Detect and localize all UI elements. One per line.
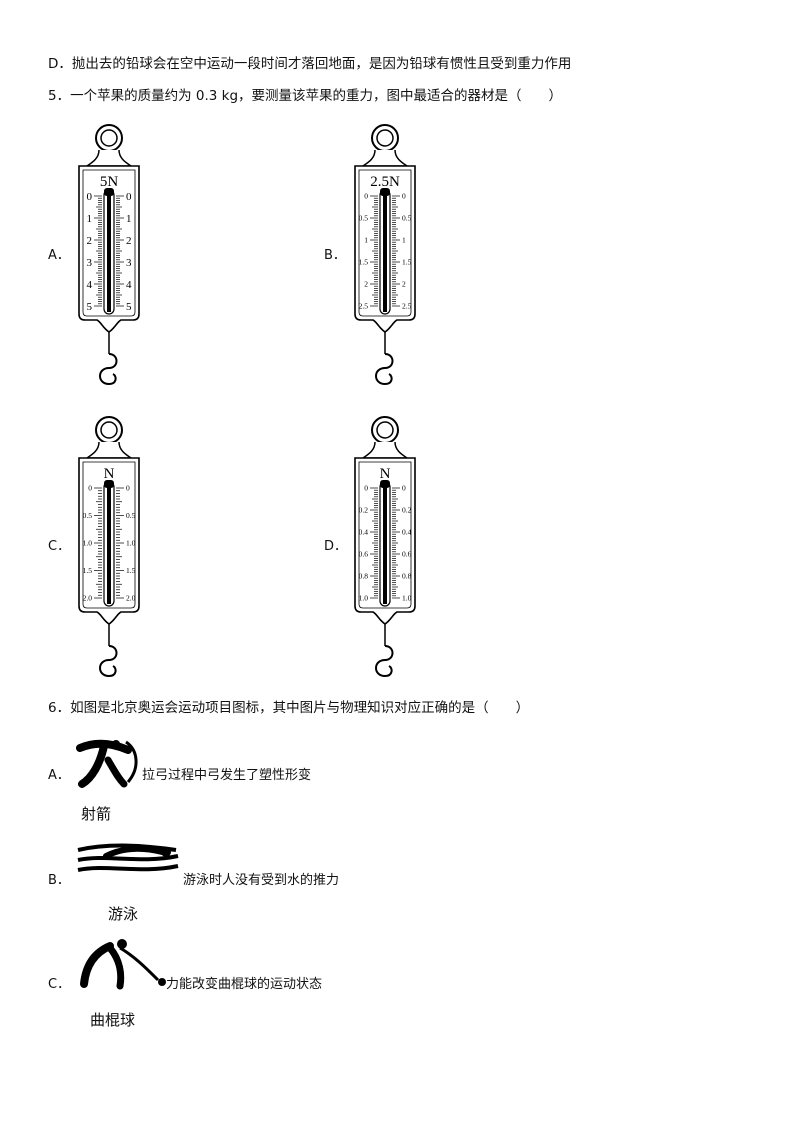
scale-tick-label-left: 0.5 [83, 511, 93, 520]
q6-option-c-statement: 力能改变曲棍球的运动状态 [166, 977, 323, 992]
q6-option-c-letter: C． [48, 977, 71, 992]
scale-tick-label-left: 2.0 [83, 594, 93, 603]
scale-tick-label-right: 2 [402, 280, 406, 289]
q5-option-d-letter: D． [324, 539, 348, 554]
scale-tick-label-right: 5 [126, 301, 132, 313]
spring-scale-c: N 0 0.5 1.0 1.5 2.0 0 0.5 1.0 1.5 2.0 [72, 414, 146, 686]
scale-ring [95, 416, 123, 444]
scale-tick-label-left: 2.5 [359, 302, 369, 311]
scale-tick-label-right: 1.5 [126, 566, 136, 575]
scale-unit-label: N [380, 466, 391, 482]
spring-scale-d: N 0 0.2 0.4 0.6 0.8 1.0 0 0.2 0.4 0.6 0.8 1.0 [348, 414, 422, 686]
scale-tick-label-left: 2 [87, 235, 93, 247]
swimming-pictogram-icon [77, 843, 179, 872]
q5-option-b-letter: B． [324, 248, 346, 263]
spring-scale-drawing: N 0 0.2 0.4 0.6 0.8 1.0 0 0.2 0.4 0.6 0.8 1.0 [354, 416, 416, 678]
scale-hook-icon [375, 645, 394, 678]
scale-tick-label-right: 0 [402, 484, 406, 493]
scale-tick-label-left: 3 [87, 257, 93, 269]
scale-tick-label-left: 0 [87, 191, 93, 203]
scale-tick-label-right: 1 [126, 213, 132, 225]
q5-option-a-letter: A． [48, 248, 70, 263]
scale-tick-label-left: 1.0 [359, 594, 369, 603]
q6-option-b-statement: 游泳时人没有受到水的推力 [183, 873, 340, 888]
scale-tick-label-right: 2.5 [402, 302, 412, 311]
scale-tick-label-right: 1 [402, 236, 406, 245]
scale-tick-label-left: 0.5 [359, 214, 369, 223]
scale-tick-label-right: 1.0 [126, 539, 136, 548]
scale-tick-label-left: 1.5 [359, 258, 369, 267]
scale-unit-label: 2.5N [370, 174, 400, 190]
scale-tick-label-left: 1 [364, 236, 368, 245]
scale-tick-label-left: 0.8 [359, 572, 369, 581]
spring-scale-drawing: 2.5N0 0.5 1 1.5 2 2.5 0 0.5 1 1.5 2 2.5 [354, 124, 416, 386]
q6-option-b-letter: B． [48, 873, 70, 888]
scale-tick-label-left: 0 [364, 484, 368, 493]
scale-tick-label-left: 4 [87, 279, 93, 291]
scale-tick-label-left: 0 [364, 192, 368, 201]
spring-scale-drawing: 5N 0 1 2 3 4 5 0 1 2 3 4 5 [78, 124, 140, 386]
scale-tick-label-right: 4 [126, 279, 132, 291]
scale-hook-icon [375, 353, 394, 386]
q6-option-a-letter: A． [48, 768, 70, 783]
scale-tick-label-right: 0.6 [402, 550, 412, 559]
scale-tick-label-left: 0.2 [359, 506, 369, 515]
scale-tick-label-right: 3 [126, 257, 132, 269]
q6-option-a-statement: 拉弓过程中弓发生了塑性形变 [142, 768, 312, 783]
scale-tick-label-left: 1.0 [83, 539, 93, 548]
hockey-pictogram-icon [80, 939, 166, 990]
scale-tick-label-right: 0.2 [402, 506, 412, 515]
q6-option-b-sport-name: 游泳 [108, 905, 139, 923]
archery-pictogram-icon [76, 739, 138, 788]
scale-tick-label-left: 0 [88, 484, 92, 493]
scale-unit-label: 5N [100, 174, 119, 190]
scale-tick-label-right: 0.5 [126, 511, 136, 520]
scale-tick-label-left: 5 [87, 301, 93, 313]
scale-tick-label-right: 0 [402, 192, 406, 201]
q6-option-a-sport-name: 射箭 [81, 805, 112, 823]
spring-scale-a: 5N 0 1 2 3 4 5 0 1 2 3 4 5 [72, 122, 146, 394]
spring-scale-drawing: N 0 0.5 1.0 1.5 2.0 0 0.5 1.0 1.5 2.0 [78, 416, 140, 678]
question-5-text: 5．一个苹果的质量约为 0.3 kg，要测量该苹果的重力，图中最适合的器材是（ … [48, 88, 563, 104]
option-d-previous-question: D．抛出去的铅球会在空中运动一段时间才落回地面，是因为铅球有惯性且受到重力作用 [48, 56, 572, 72]
scale-tick-label-right: 1.0 [402, 594, 412, 603]
scale-tick-label-left: 2 [364, 280, 368, 289]
scale-tick-label-left: 1.5 [83, 566, 93, 575]
question-6-text: 6．如图是北京奥运会运动项目图标，其中图片与物理知识对应正确的是（ ） [48, 700, 530, 716]
scale-ring [371, 124, 399, 152]
scale-tick-label-right: 0 [126, 484, 130, 493]
scale-tick-label-left: 0.4 [359, 528, 369, 537]
scale-unit-label: N [104, 466, 115, 482]
scale-tick-label-right: 2 [126, 235, 132, 247]
scale-tick-label-left: 0.6 [359, 550, 369, 559]
scale-tick-label-right: 0.8 [402, 572, 412, 581]
scale-tick-label-left: 1 [87, 213, 93, 225]
scale-tick-label-right: 0 [126, 191, 132, 203]
q6-option-c-sport-name: 曲棍球 [90, 1011, 136, 1029]
scale-hook-icon [99, 645, 118, 678]
q5-option-c-letter: C． [48, 539, 71, 554]
scale-tick-label-right: 2.0 [126, 594, 136, 603]
scale-ring [371, 416, 399, 444]
scale-tick-label-right: 1.5 [402, 258, 412, 267]
scale-hook-icon [99, 353, 118, 386]
scale-tick-label-right: 0.5 [402, 214, 412, 223]
scale-tick-label-right: 0.4 [402, 528, 412, 537]
scale-ring [95, 124, 123, 152]
